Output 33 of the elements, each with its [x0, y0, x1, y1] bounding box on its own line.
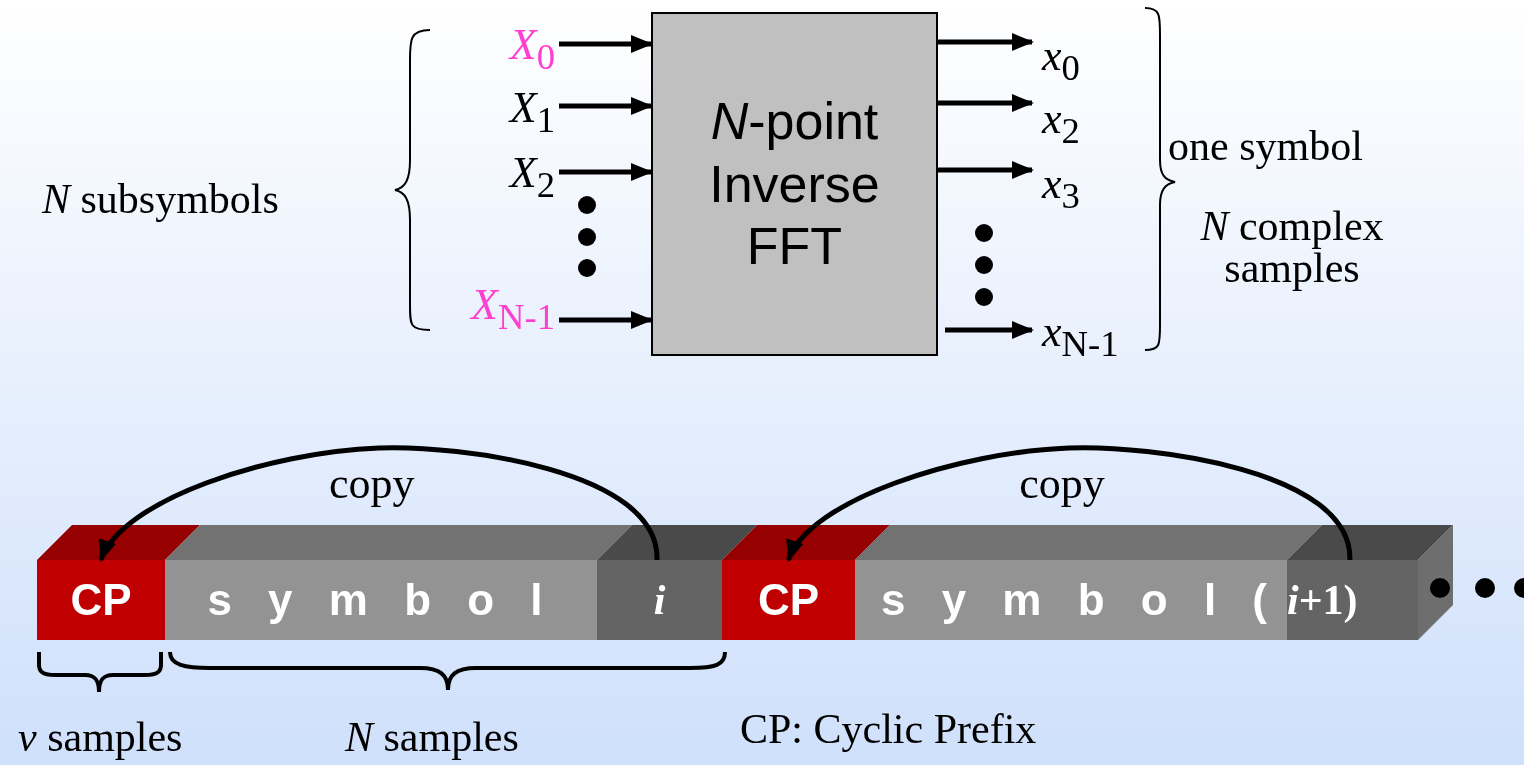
tail-segment: i [597, 560, 722, 640]
arrow [786, 445, 1353, 562]
arrow [559, 163, 653, 181]
edge-label: copy [329, 462, 415, 506]
arrow [559, 35, 653, 53]
symbol-segment: s y m b o l ( [855, 560, 1287, 640]
arrow [938, 161, 1034, 179]
output-label: x$_{2}$ [1042, 98, 1112, 148]
edge-label: copy [1019, 462, 1105, 506]
prefix-segment: CP [37, 560, 165, 640]
input-label: X$_{0}$ [470, 22, 555, 77]
input-label: X$_{2}$ [470, 150, 555, 205]
symbol-segment: s y m b o l [165, 560, 597, 640]
arrow [559, 97, 653, 115]
brace-label: v samples [18, 716, 183, 758]
group-label: one symbol [1168, 125, 1363, 167]
prefix-segment: CP [722, 560, 855, 640]
arrow [98, 445, 660, 562]
brace-label: N samples [345, 716, 519, 758]
arrow [938, 94, 1034, 112]
arrow [938, 33, 1034, 51]
output-label: x$_{0}$ [1042, 35, 1112, 85]
tail-segment: i+1) [1287, 560, 1418, 640]
input-label: X$_{1}$ [470, 85, 555, 140]
arrow [559, 311, 653, 329]
arrow [945, 321, 1034, 339]
group-label: N complex samples [1199, 205, 1385, 289]
output-label: x$_{N-1}$ [1042, 310, 1132, 362]
process-box: N-point Inverse FFT [651, 12, 938, 356]
group-label: N subsymbols [42, 178, 279, 220]
output-label: x$_{3}$ [1042, 163, 1112, 213]
input-label: X$_{N-1}$ [420, 280, 555, 338]
note-text: CP: Cyclic Prefix [740, 708, 1037, 750]
